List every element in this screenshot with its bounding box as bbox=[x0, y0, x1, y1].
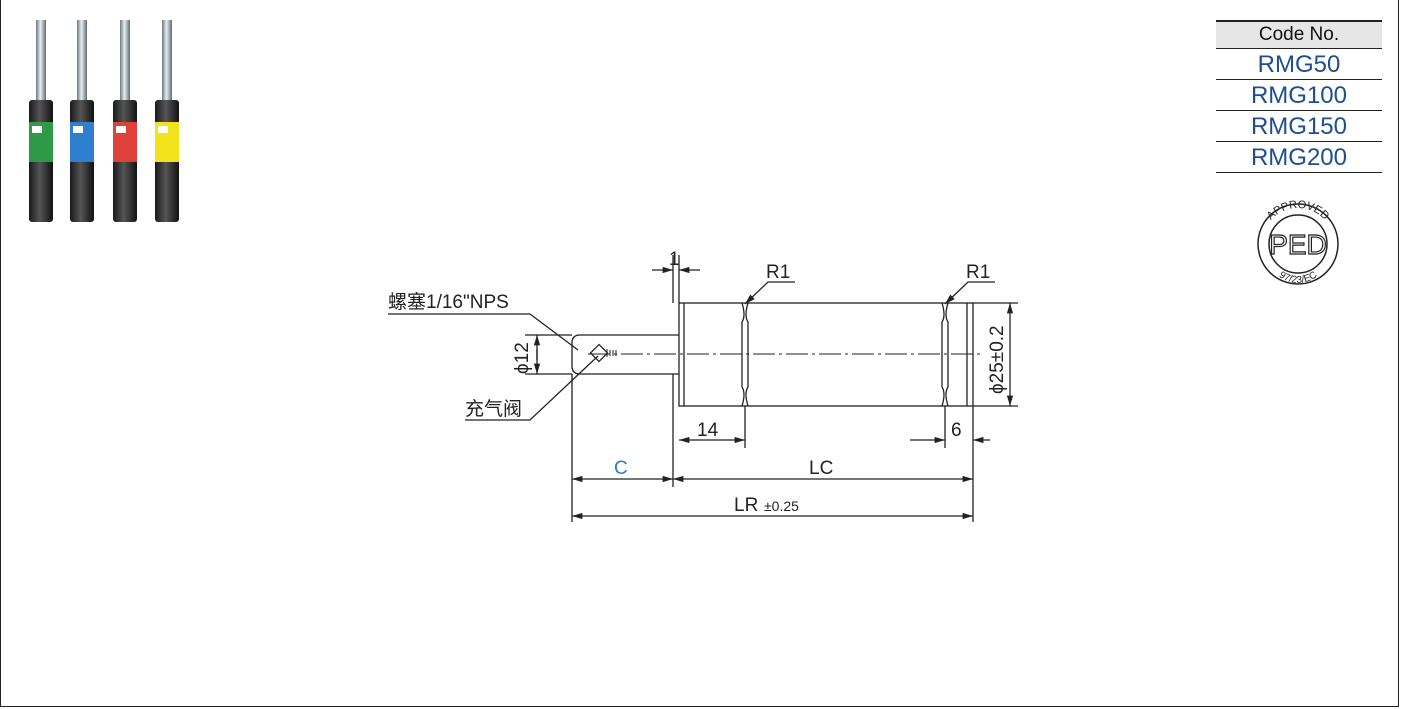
code-number-table: Code No. RMG50 RMG100 RMG150 RMG200 bbox=[1216, 20, 1382, 173]
gas-spring-green bbox=[29, 20, 53, 222]
dim-r1-right: R1 bbox=[966, 262, 990, 283]
code-row[interactable]: RMG50 bbox=[1216, 49, 1382, 80]
dim-6: 6 bbox=[951, 420, 962, 441]
dim-gap-label: 1 bbox=[669, 249, 680, 270]
dim-body-diameter: ϕ25±0.2 bbox=[987, 325, 1008, 394]
dim-lr-tolerance: ±0.25 bbox=[764, 498, 799, 514]
code-table-header: Code No. bbox=[1216, 20, 1382, 49]
gas-spring-blue bbox=[70, 20, 94, 222]
gas-spring-red bbox=[113, 20, 137, 222]
valve-symbol bbox=[589, 343, 609, 363]
product-photo bbox=[29, 20, 179, 222]
valve-label: 充气阀 bbox=[465, 398, 522, 420]
plug-label: 螺塞1/16"NPS bbox=[388, 291, 509, 313]
groove-right bbox=[941, 302, 945, 407]
code-row[interactable]: RMG150 bbox=[1216, 111, 1382, 142]
valve-leader-line bbox=[465, 355, 599, 421]
dim-r1-left: R1 bbox=[766, 262, 790, 283]
dim-14: 14 bbox=[697, 420, 719, 441]
piston-rod bbox=[571, 334, 679, 375]
code-row[interactable]: RMG100 bbox=[1216, 80, 1382, 111]
dim-rod-diameter: ϕ12 bbox=[512, 342, 533, 374]
dim-lr: LR bbox=[734, 495, 758, 516]
dim-lc: LC bbox=[809, 458, 833, 479]
plug-leader-line bbox=[388, 313, 579, 351]
dim-c: C bbox=[614, 458, 628, 479]
groove-left bbox=[741, 302, 745, 407]
code-row[interactable]: RMG200 bbox=[1216, 142, 1382, 173]
gas-spring-yellow bbox=[155, 20, 179, 222]
